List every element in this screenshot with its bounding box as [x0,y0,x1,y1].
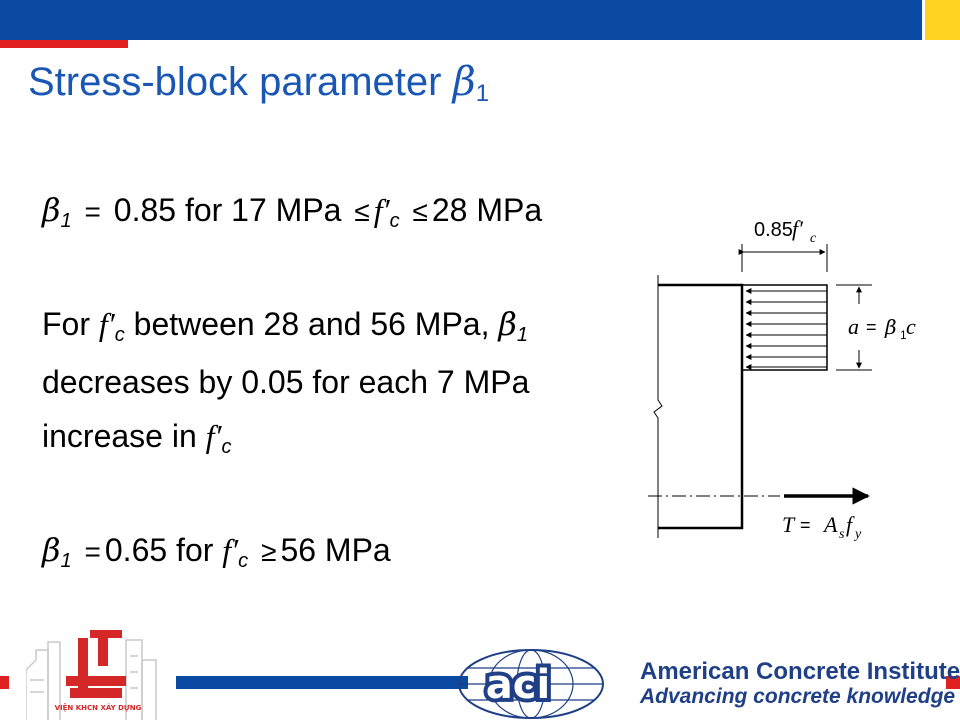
ibst-letters [66,630,126,698]
eq3-f: f′ [222,532,239,568]
stress-label-f: f′ [792,216,804,241]
para-c: c [114,324,125,346]
depth-sub: 1 [900,328,907,342]
aci-logo: aci [458,649,604,719]
eq3-c: c [238,550,249,572]
title-beta: β [452,59,476,105]
tension-T: T [782,512,796,537]
eq1-sub: 1 [60,210,72,232]
aci-tagline: Advancing concrete knowledge [640,685,956,708]
title-subscript: 1 [475,80,490,107]
eq1-c: c [389,210,400,232]
tension-A: A [822,512,838,537]
footer-bar [176,676,468,689]
section-outline [658,283,744,530]
depth-c: c [906,314,916,339]
eq1-pre: 0.85 for 17 MPa [113,192,342,228]
title-accent-red [0,40,128,48]
tension-eq: = [800,515,811,535]
title-text: Stress-block parameter [28,60,453,104]
aci-name-text: American Concrete Institute [640,658,960,685]
aci-wordmark: aci [486,662,550,708]
top-accent-yellow [925,0,960,40]
para-sub: 1 [516,324,528,346]
tension-y: y [853,527,862,542]
para-line3-pre: increase in [42,418,206,454]
footer-accent-right [946,676,960,689]
eq1-beta: β [42,191,61,229]
tension-label: T = A s f y [782,512,862,542]
ibst-caption: VIỆN KHCN XÂY DỰNG [55,703,142,712]
eq3-beta: β [42,531,61,569]
eq1-le2: ≤ [412,196,428,227]
footer-accent-left [0,676,9,689]
eq3-sub: 1 [60,550,72,572]
aci-globe-lines [459,649,603,719]
depth-label: a = β 1 c [848,314,916,342]
tension-s: s [839,527,845,542]
para-beta: β [498,305,517,343]
slide-title: Stress-block parameter β1 [28,58,489,118]
aci-name: American Concrete Institute® [640,652,960,686]
stress-block-rect [741,284,828,371]
paragraph-line-1: For f′c between 28 and 56 MPa, β1 [42,304,528,355]
equation-beta-085: β1 = 0.85 for 17 MPa ≤f′c ≤28 MPa [42,190,542,241]
eq1-f: f′ [373,192,390,228]
section-break-line [653,275,663,538]
para-c3: c [221,436,232,458]
eq1-post: 28 MPa [431,192,543,228]
stress-arrows [745,288,827,370]
paragraph-line-3: increase in f′c [42,416,232,467]
para-f: f′ [98,306,115,342]
ibst-logo: VIỆN KHCN XÂY DỰNG [26,630,157,720]
eq3-ge: ≥ [261,536,277,567]
stress-label: 0.85 f′ c [754,216,817,246]
eq3-post: 56 MPa [280,532,391,568]
tension-f: f [846,512,855,537]
eq1-equals: = [84,196,101,227]
stress-block-diagram: 0.85 f′ c a = β 1 c T = A s f y [648,216,916,542]
para-line1-mid: between 28 and 56 MPa, [124,306,499,342]
eq1-le1: ≤ [354,196,370,227]
paragraph-line-2: decreases by 0.05 for each 7 MPa [42,364,530,400]
depth-a: a [848,314,859,339]
eq3-equals: = [84,536,101,567]
equation-beta-065: β1 =0.65 for f′c ≥56 MPa [42,530,391,581]
eq3-val: 0.65 for [104,532,223,568]
para-f3: f′ [205,418,222,454]
stress-label-num: 0.85 [754,219,793,241]
top-bar [0,0,922,40]
depth-beta: β [884,315,897,339]
stress-label-c: c [810,231,817,246]
para-line1-pre: For [42,306,99,342]
depth-eq: = [866,317,877,337]
